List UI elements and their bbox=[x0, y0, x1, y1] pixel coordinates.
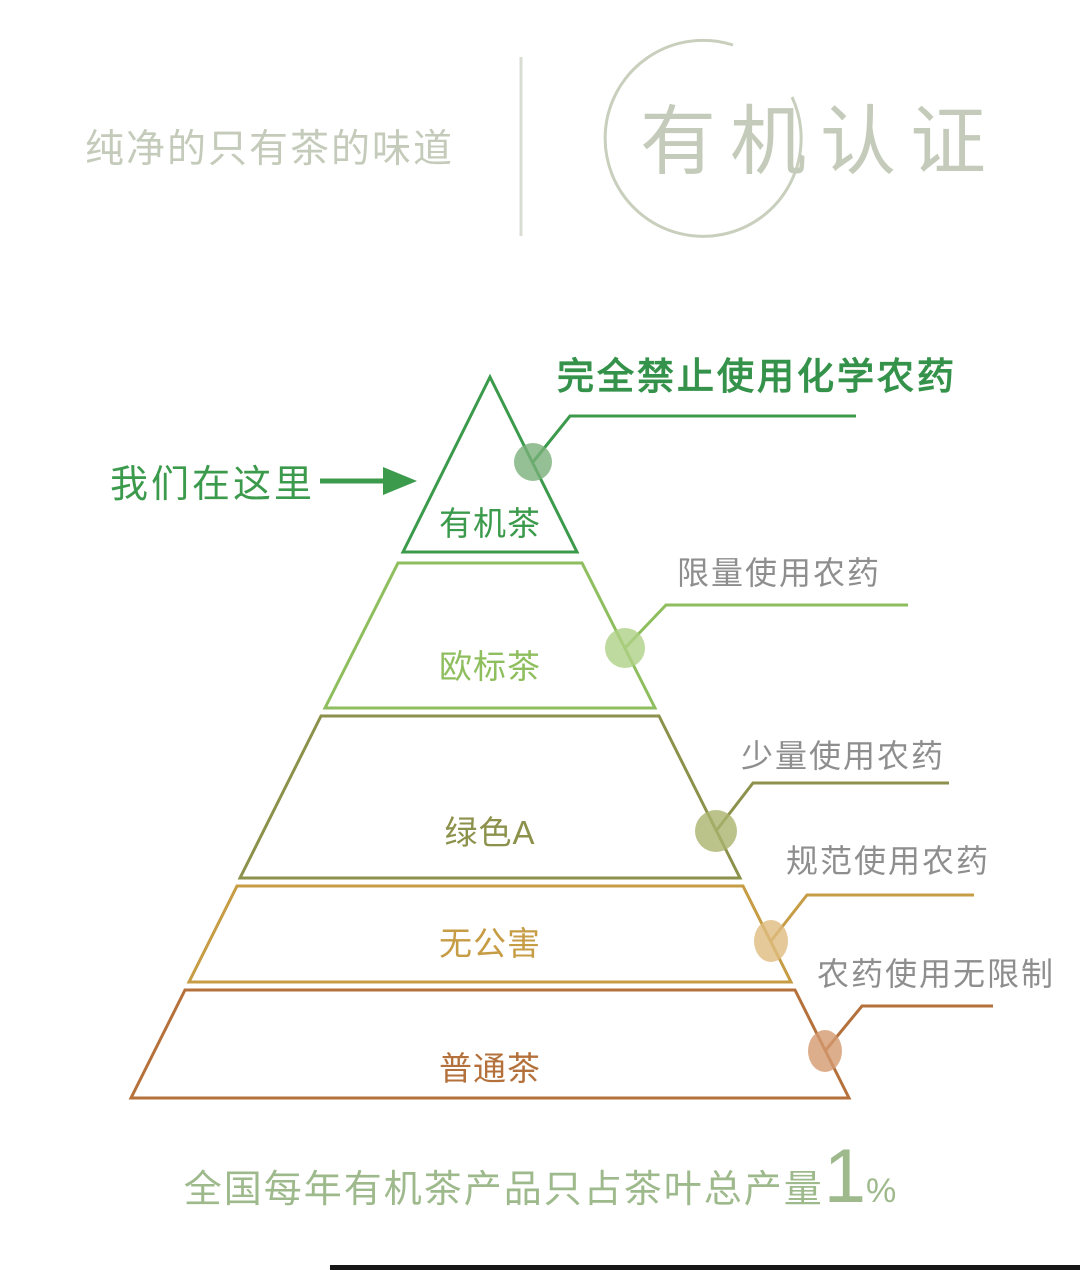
organic-badge-circle-icon bbox=[603, 38, 803, 238]
we-are-here-label: 我们在这里 bbox=[110, 464, 315, 506]
bottom-edge-bar bbox=[330, 1265, 1080, 1270]
tier-connector-line-4 bbox=[769, 893, 974, 942]
footer-caption: 全国每年有机茶产品只占茶叶总产量1% bbox=[184, 1134, 897, 1219]
tier-label-ordinary: 普通茶 bbox=[439, 1050, 541, 1087]
tier-marker-dot-1 bbox=[514, 443, 552, 481]
tier-annotation-4: 规范使用农药 bbox=[786, 843, 990, 879]
header-tagline: 纯净的只有茶的味道 bbox=[85, 128, 454, 171]
tier-label-eu-standard: 欧标茶 bbox=[439, 648, 541, 685]
tier-label-pollution-free: 无公害 bbox=[439, 925, 541, 962]
pyramid-tier-green-a bbox=[237, 714, 743, 880]
footer-caption-text: 全国每年有机茶产品只占茶叶总产量 bbox=[184, 1169, 824, 1211]
tier-connector-line-2 bbox=[623, 603, 908, 650]
pyramid-tier-pollution-free bbox=[186, 884, 794, 984]
tier-connector-line-1 bbox=[531, 414, 856, 463]
tier-marker-dot-2 bbox=[605, 628, 645, 668]
tier-connector-line-3 bbox=[714, 781, 949, 832]
footer-caption-unit: % bbox=[866, 1172, 896, 1210]
tier-annotation-5: 农药使用无限制 bbox=[817, 956, 1055, 992]
tier-marker-dot-3 bbox=[695, 810, 737, 852]
header-title: 有机认证 bbox=[640, 100, 1000, 185]
tier-annotation-2: 限量使用农药 bbox=[677, 555, 881, 591]
tier-annotation-3: 少量使用农药 bbox=[741, 738, 945, 774]
tier-marker-dot-4 bbox=[754, 920, 788, 962]
pyramid-tier-eu-standard bbox=[322, 561, 658, 710]
tier-label-organic: 有机茶 bbox=[439, 505, 541, 542]
tier-annotation-1: 完全禁止使用化学农药 bbox=[557, 355, 957, 397]
footer-caption-value: 1 bbox=[824, 1134, 866, 1219]
pyramid-tier-ordinary bbox=[128, 988, 852, 1100]
tier-marker-dot-5 bbox=[808, 1030, 842, 1072]
tier-connector-line-5 bbox=[823, 1004, 993, 1052]
tier-label-green-a: 绿色A bbox=[444, 814, 535, 851]
we-are-here-arrow-icon bbox=[383, 467, 417, 495]
